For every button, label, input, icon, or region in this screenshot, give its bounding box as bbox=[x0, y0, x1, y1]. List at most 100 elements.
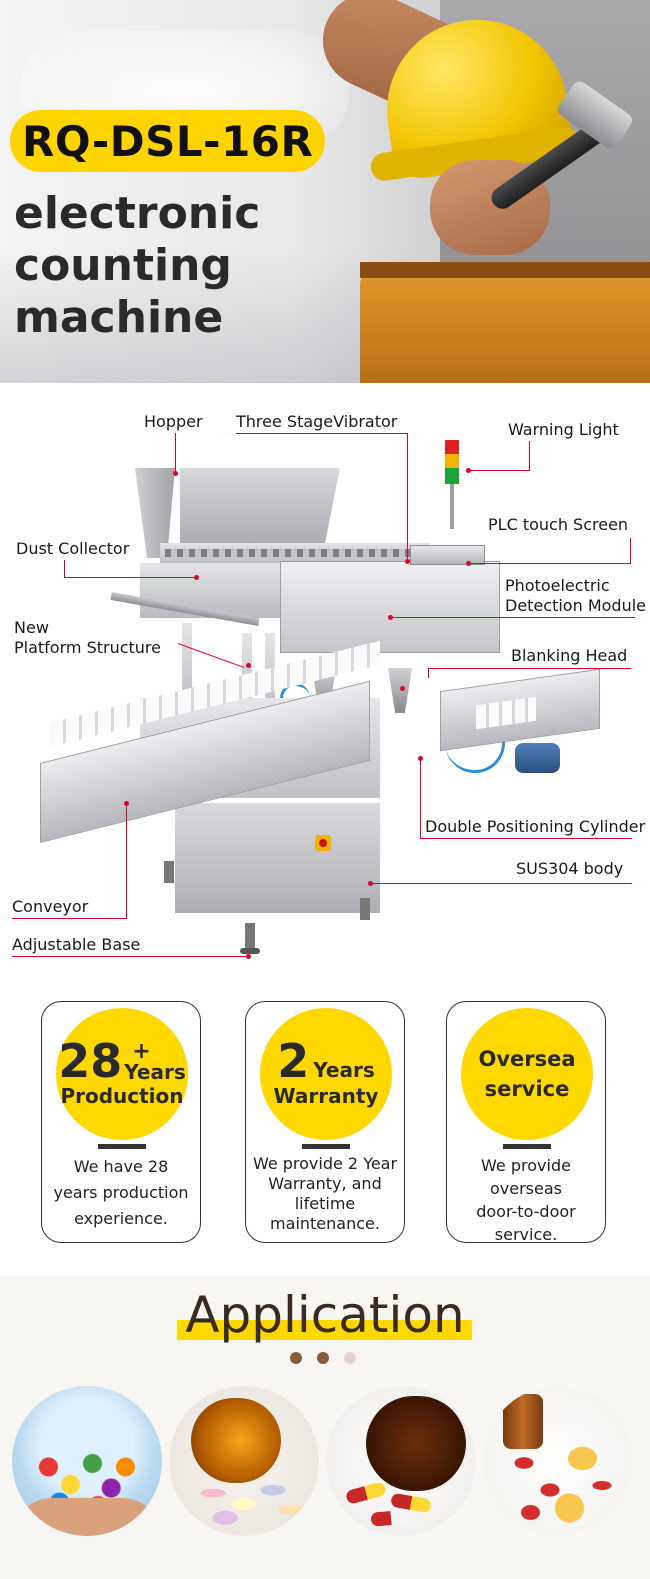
application-section: Application bbox=[0, 1276, 650, 1579]
label-photoelectric-line2: Detection Module bbox=[505, 596, 646, 615]
feature-badge: Oversea service bbox=[461, 1008, 593, 1140]
label-dust-collector: Dust Collector bbox=[16, 539, 130, 558]
feature-number: 28 bbox=[58, 1034, 123, 1088]
carousel-dot-2[interactable] bbox=[317, 1352, 329, 1364]
leader-line bbox=[428, 668, 631, 669]
pills-jar-photo bbox=[169, 1386, 319, 1536]
photoelectric-module-part bbox=[280, 561, 500, 653]
label-three-stage-vibrator: Three StageVibrator bbox=[236, 412, 398, 431]
tablet-pile bbox=[189, 1471, 309, 1526]
leader-line bbox=[529, 441, 530, 471]
feature-caption: Warranty bbox=[273, 1084, 379, 1108]
hero-title-line1: electronic bbox=[14, 188, 261, 239]
hero-title-line2: counting machine bbox=[14, 240, 232, 343]
leader-line bbox=[630, 538, 631, 564]
warning-light-green bbox=[445, 468, 459, 484]
machine-foot bbox=[245, 923, 255, 951]
label-new-platform-line1: New bbox=[14, 618, 49, 637]
label-blanking-head: Blanking Head bbox=[511, 646, 628, 665]
feature-card-service: Oversea service We provide overseas door… bbox=[446, 1001, 606, 1246]
power-switch-knob bbox=[319, 839, 327, 847]
softgel-pile bbox=[498, 1436, 628, 1526]
leader-line bbox=[64, 560, 65, 578]
feature-caption: Production bbox=[60, 1084, 184, 1108]
feature-divider bbox=[98, 1144, 146, 1149]
feature-description: We provide overseas door-to-door service… bbox=[451, 1154, 601, 1246]
hero-background-shade bbox=[0, 250, 420, 383]
label-plc-touch-screen: PLC touch Screen bbox=[488, 515, 629, 534]
leader-line bbox=[64, 577, 196, 578]
leader-line bbox=[370, 883, 632, 884]
application-title: Application bbox=[185, 1286, 465, 1344]
feature-number-row: 2 Years bbox=[277, 1034, 375, 1088]
amber-jar bbox=[191, 1398, 281, 1483]
feature-divider bbox=[302, 1144, 350, 1149]
leader-line bbox=[126, 803, 127, 919]
support-column bbox=[182, 623, 192, 713]
machine-diagram: Hopper Three StageVibrator Warning Light… bbox=[0, 383, 650, 980]
air-hose bbox=[445, 713, 505, 773]
feature-description-line: overseas bbox=[490, 1179, 562, 1198]
feature-caption-line1: Oversea bbox=[478, 1047, 576, 1071]
title-highlight bbox=[177, 1320, 472, 1340]
label-double-positioning-cylinder: Double Positioning Cylinder bbox=[425, 817, 646, 836]
label-photoelectric: Photoelectric Detection Module bbox=[505, 576, 646, 616]
label-adjustable-base: Adjustable Base bbox=[12, 935, 141, 954]
capsule bbox=[370, 1509, 412, 1527]
leader-dot bbox=[246, 954, 251, 959]
feature-description-line: experience. bbox=[74, 1209, 168, 1228]
feature-badge: 28 + Years Production bbox=[56, 1008, 188, 1140]
feature-number-row: 28 + Years bbox=[58, 1034, 186, 1088]
leader-line bbox=[470, 470, 530, 471]
leader-line bbox=[420, 758, 421, 839]
conveyor-motor bbox=[515, 743, 560, 773]
tool-belt bbox=[360, 265, 650, 383]
feature-description-line: We provide 2 Year bbox=[252, 1154, 398, 1173]
leader-dot bbox=[173, 471, 178, 476]
label-conveyor: Conveyor bbox=[12, 897, 89, 916]
leader-line bbox=[428, 668, 429, 678]
machine-foot bbox=[164, 861, 174, 883]
feature-caption-line2: service bbox=[484, 1077, 570, 1101]
leader-dot bbox=[388, 615, 393, 620]
feature-description-line: We provide bbox=[481, 1156, 571, 1175]
leader-dot bbox=[466, 561, 471, 566]
vibrator-channels bbox=[165, 549, 425, 557]
label-warning-light: Warning Light bbox=[508, 420, 619, 439]
label-photoelectric-line1: Photoelectric bbox=[505, 576, 610, 595]
leader-line bbox=[407, 433, 408, 561]
tool-belt-strap bbox=[360, 262, 650, 278]
machine-foot-pad bbox=[240, 948, 260, 954]
leader-line bbox=[420, 838, 632, 839]
capsules-jar-photo bbox=[326, 1386, 476, 1536]
feature-card-production: 28 + Years Production We have 28 years p… bbox=[41, 1001, 201, 1243]
feature-number: 2 bbox=[277, 1034, 310, 1088]
brown-jar bbox=[366, 1396, 466, 1491]
label-sus304-body: SUS304 body bbox=[516, 859, 624, 878]
hopper-cover bbox=[180, 468, 340, 548]
leader-dot bbox=[418, 756, 423, 761]
leader-line bbox=[12, 956, 250, 957]
feature-description-line: door-to-door bbox=[476, 1202, 576, 1221]
machine-foot bbox=[360, 898, 370, 920]
leader-dot bbox=[194, 575, 199, 580]
leader-dot bbox=[466, 468, 471, 473]
softgel-photo bbox=[483, 1386, 633, 1536]
feature-badge: 2 Years Warranty bbox=[260, 1008, 392, 1140]
carousel-dot-3[interactable] bbox=[344, 1352, 356, 1364]
carousel-dot-1[interactable] bbox=[290, 1352, 302, 1364]
feature-description-line: lifetime bbox=[294, 1194, 356, 1213]
plc-screen-part bbox=[410, 545, 485, 565]
sus304-body-part bbox=[175, 803, 380, 913]
warning-light-red bbox=[445, 440, 459, 454]
leader-line bbox=[175, 433, 176, 473]
feature-description-line: service. bbox=[494, 1225, 558, 1244]
feature-unit: Years bbox=[313, 1058, 375, 1082]
leader-dot bbox=[400, 686, 405, 691]
plus-icon: + bbox=[132, 1039, 151, 1064]
leader-dot bbox=[246, 663, 251, 668]
feature-description: We provide 2 Year Warranty, and lifetime… bbox=[250, 1154, 400, 1234]
feature-description-line: We have 28 bbox=[73, 1157, 169, 1176]
leader-line bbox=[12, 918, 127, 919]
feature-unit: Years bbox=[124, 1060, 186, 1084]
